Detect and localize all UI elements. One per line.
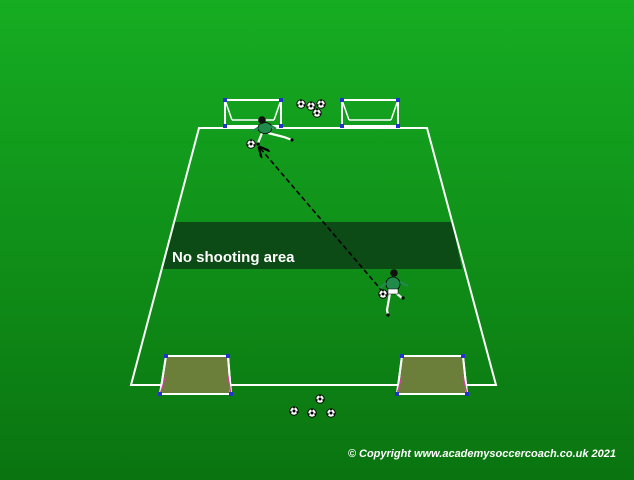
- player-icon: [252, 116, 294, 146]
- player-bottom: [378, 269, 409, 317]
- soccer-ball-icon: [289, 406, 299, 416]
- goal-bottom-right: [395, 354, 469, 396]
- soccer-ball-icon: [307, 408, 317, 418]
- soccer-ball-icon: [296, 99, 306, 109]
- goal-bottom-left: [158, 354, 233, 396]
- goal-top-left: [223, 98, 283, 128]
- zone-label: No shooting area: [172, 249, 295, 266]
- soccer-ball-icon: [326, 408, 336, 418]
- soccer-ball-icon: [246, 139, 256, 149]
- no-shooting-zone: [163, 222, 462, 269]
- player-top: [246, 116, 294, 149]
- goal-top-right: [340, 98, 400, 128]
- copyright-text: © Copyright www.academysoccercoach.co.uk…: [348, 448, 616, 460]
- soccer-ball-icon: [306, 101, 316, 111]
- soccer-ball-icon: [315, 394, 325, 404]
- soccer-ball-icon: [378, 289, 388, 299]
- soccer-ball-icon: [312, 108, 322, 118]
- soccer-ball-icon: [316, 99, 326, 109]
- player-icon: [379, 269, 409, 317]
- pitch-outline: [129, 127, 498, 386]
